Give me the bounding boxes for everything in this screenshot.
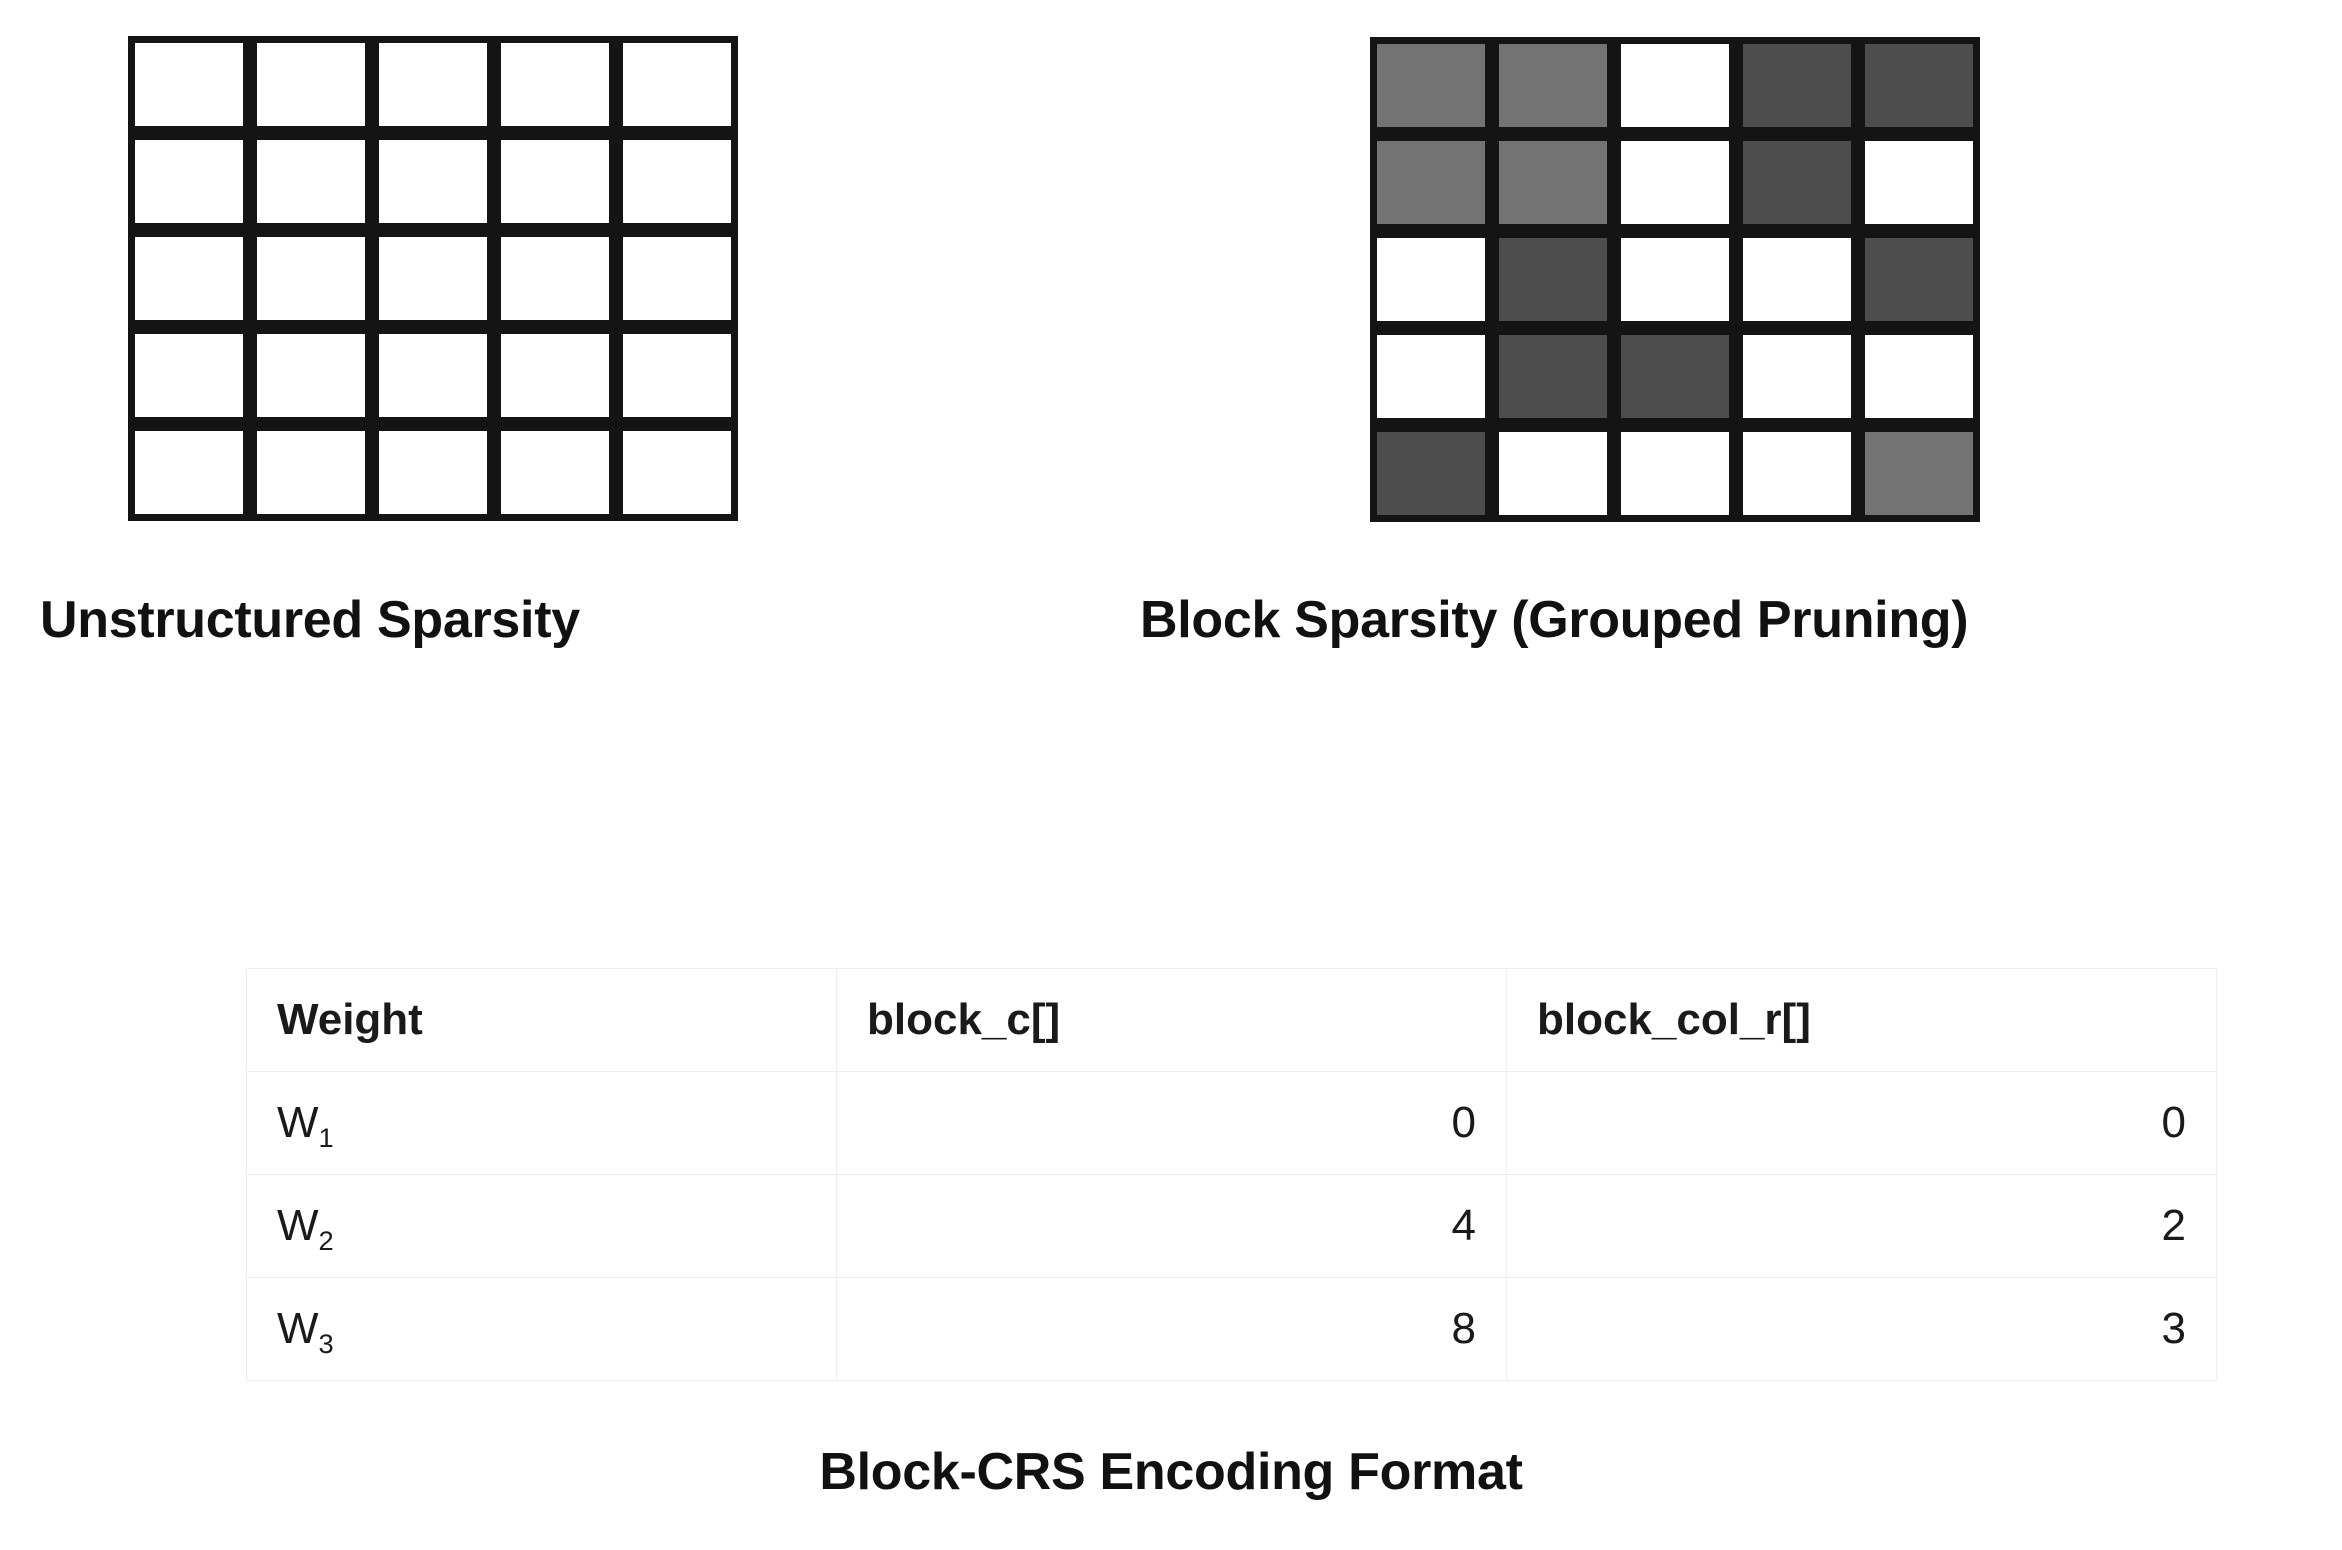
matrix-cell-r2-c1 <box>1370 134 1492 231</box>
matrix-cell-r4-c1 <box>128 327 250 424</box>
weight-index: 3 <box>318 1327 334 1359</box>
column-header-block-c: block_c[] <box>836 968 1507 1072</box>
matrix-cell-r2-c2 <box>1492 134 1614 231</box>
matrix-cell-r5-c3 <box>372 424 494 521</box>
block-matrix-grid <box>1370 37 1980 522</box>
matrix-cell-r3-c1 <box>1370 231 1492 328</box>
table-header-row: Weight block_c[] block_col_r[] <box>246 968 2217 1072</box>
matrix-cell-r1-c4 <box>1736 37 1858 134</box>
matrix-cell-r5-c5 <box>616 424 738 521</box>
matrix-cell-r1-c1 <box>128 36 250 133</box>
matrix-cell-r1-c5 <box>1858 37 1980 134</box>
weight-symbol: W <box>277 1098 319 1147</box>
matrix-cell-r3-c2 <box>1492 231 1614 328</box>
matrix-cell-r5-c4 <box>1736 425 1858 522</box>
matrix-cell-r1-c2 <box>1492 37 1614 134</box>
column-header-weight: Weight <box>246 968 837 1072</box>
cell-weight: W2 <box>246 1174 837 1278</box>
matrix-cell-r3-c3 <box>1614 231 1736 328</box>
matrix-cell-r1-c3 <box>372 36 494 133</box>
table-header: Weight block_c[] block_col_r[] <box>246 968 2217 1072</box>
matrix-cell-r1-c3 <box>1614 37 1736 134</box>
cell-block-c: 4 <box>836 1174 1507 1278</box>
encoding-format-caption: Block-CRS Encoding Format <box>819 1443 1523 1501</box>
matrix-cell-r1-c5 <box>616 36 738 133</box>
matrix-cell-r3-c1 <box>128 230 250 327</box>
matrix-cell-r5-c4 <box>494 424 616 521</box>
block-sparsity-panel <box>1370 37 1980 522</box>
matrix-cell-r2-c4 <box>494 133 616 230</box>
matrix-cell-r2-c2 <box>250 133 372 230</box>
matrix-cell-r2-c3 <box>372 133 494 230</box>
unstructured-matrix-grid <box>128 36 738 521</box>
matrix-cell-r3-c5 <box>616 230 738 327</box>
matrix-cell-r3-c2 <box>250 230 372 327</box>
matrix-cell-r2-c5 <box>616 133 738 230</box>
matrix-cell-r5-c3 <box>1614 425 1736 522</box>
matrix-cell-r4-c2 <box>1492 328 1614 425</box>
matrix-cell-r1-c1 <box>1370 37 1492 134</box>
matrix-cell-r4-c2 <box>250 327 372 424</box>
matrix-cell-r5-c1 <box>1370 425 1492 522</box>
weight-index: 1 <box>318 1121 334 1153</box>
matrix-cell-r3-c4 <box>1736 231 1858 328</box>
weight-symbol: W <box>277 1201 319 1250</box>
matrix-cell-r4-c3 <box>1614 328 1736 425</box>
cell-block-col-r: 2 <box>1506 1174 2217 1278</box>
cell-block-c: 8 <box>836 1277 1507 1381</box>
matrix-cell-r5-c2 <box>1492 425 1614 522</box>
matrix-cell-r3-c5 <box>1858 231 1980 328</box>
matrix-cell-r4-c1 <box>1370 328 1492 425</box>
weight-index: 2 <box>318 1224 334 1256</box>
unstructured-sparsity-caption: Unstructured Sparsity <box>40 591 580 649</box>
matrix-cell-r4-c4 <box>1736 328 1858 425</box>
cell-block-col-r: 3 <box>1506 1277 2217 1381</box>
matrix-cell-r5-c2 <box>250 424 372 521</box>
matrix-cell-r2-c1 <box>128 133 250 230</box>
matrix-cell-r2-c3 <box>1614 134 1736 231</box>
matrix-cell-r1-c2 <box>250 36 372 133</box>
matrix-cell-r4-c3 <box>372 327 494 424</box>
column-header-block-col-r: block_col_r[] <box>1506 968 2217 1072</box>
matrix-cell-r4-c4 <box>494 327 616 424</box>
matrix-cell-r2-c5 <box>1858 134 1980 231</box>
matrix-cell-r5-c1 <box>128 424 250 521</box>
cell-block-c: 0 <box>836 1071 1507 1175</box>
matrix-cell-r1-c4 <box>494 36 616 133</box>
cell-weight: W3 <box>246 1277 837 1381</box>
matrix-cell-r5-c5 <box>1858 425 1980 522</box>
cell-weight: W1 <box>246 1071 837 1175</box>
cell-block-col-r: 0 <box>1506 1071 2217 1175</box>
matrix-cell-r2-c4 <box>1736 134 1858 231</box>
weight-symbol: W <box>277 1304 319 1353</box>
block-sparsity-caption: Block Sparsity (Grouped Pruning) <box>1140 591 1969 649</box>
matrix-cell-r4-c5 <box>616 327 738 424</box>
matrix-cell-r3-c3 <box>372 230 494 327</box>
unstructured-sparsity-panel <box>128 36 738 521</box>
matrix-cell-r4-c5 <box>1858 328 1980 425</box>
matrix-cell-r3-c4 <box>494 230 616 327</box>
